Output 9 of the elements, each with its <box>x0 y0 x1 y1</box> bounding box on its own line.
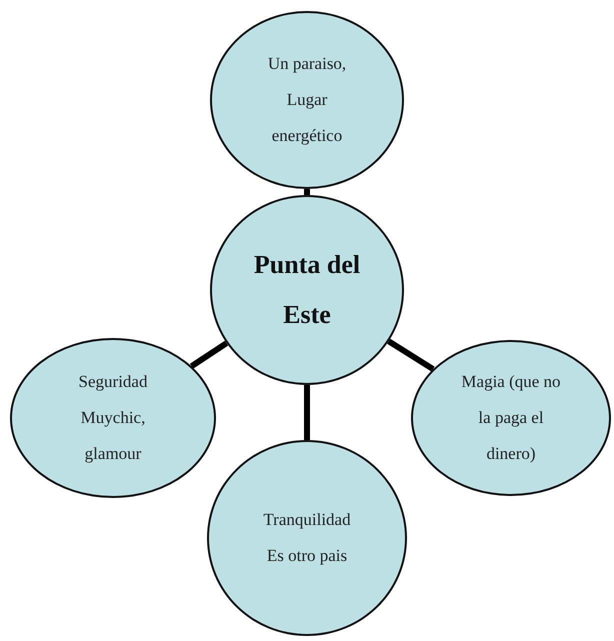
idea-text: Seguridad Muychic, glamour <box>78 371 148 465</box>
connector-line <box>304 189 310 195</box>
connector-line <box>387 338 435 372</box>
idea-text: Un paraiso, Lugar energético <box>266 53 348 147</box>
connector-line <box>190 340 228 369</box>
idea-text: Tranquilidad Es otro pais <box>262 509 352 567</box>
central-label: Punta del Este <box>252 249 362 331</box>
idea-text: Magia (que no la paga el dinero) <box>460 371 562 465</box>
connector-line <box>304 385 310 440</box>
